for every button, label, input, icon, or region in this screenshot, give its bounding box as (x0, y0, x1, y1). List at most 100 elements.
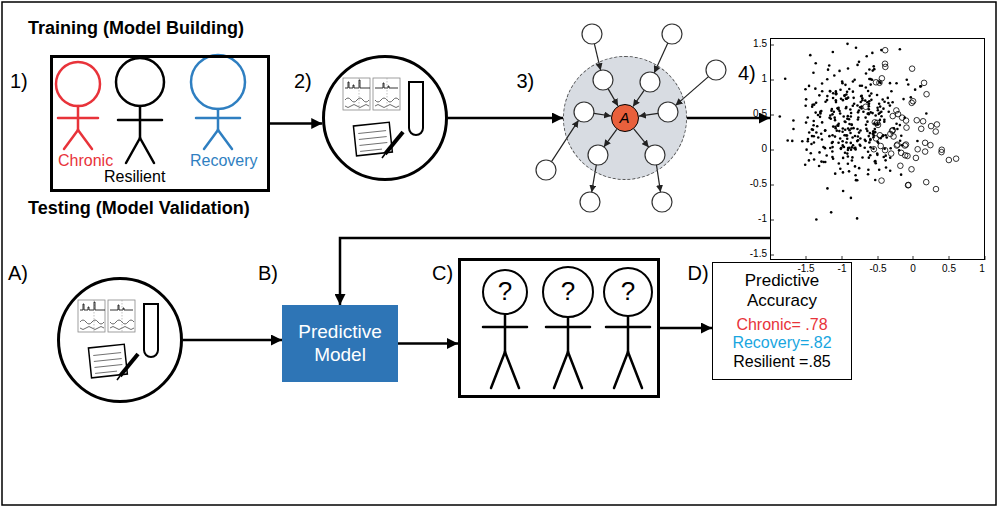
scatter-plot (902, 98, 905, 101)
scatter-plot (876, 106, 879, 109)
flow-arrow (660, 327, 712, 330)
scatter-plot (928, 123, 934, 129)
scatter-plot (841, 127, 844, 130)
step-label: 4) (738, 62, 756, 85)
group-box: 1)ChronicResilientRecovery (50, 55, 270, 192)
stick-figure (64, 130, 78, 149)
scatter-plot (879, 178, 885, 184)
scatter-plot (841, 82, 844, 85)
scatter-plot (778, 115, 781, 118)
scatter-plot (851, 146, 854, 149)
flow-arrow (340, 238, 770, 305)
scatter-plot (829, 90, 832, 93)
scatter-plot (849, 132, 852, 135)
step-label: 2) (294, 70, 312, 93)
step-label: A) (8, 262, 28, 285)
scatter-plot (856, 179, 859, 182)
scatter-plot (842, 99, 845, 102)
scatter-plot (770, 43, 985, 260)
network-graph (633, 90, 644, 106)
scatter-plot (848, 88, 851, 91)
scatter-plot (839, 167, 842, 170)
scatter-plot (871, 132, 874, 135)
network-graph (604, 129, 617, 147)
scatter-plot (834, 135, 837, 138)
node-text: Chronic= .78 (736, 316, 827, 334)
scatter-plot (844, 84, 847, 87)
scatter-plot (805, 121, 808, 124)
scatter-plot (865, 55, 868, 58)
scatter-plot (828, 135, 831, 138)
stick-figure (116, 58, 164, 163)
scatter-plot (909, 66, 915, 72)
scatter-plot (850, 197, 853, 200)
network-graph (652, 192, 672, 212)
node-text: Predictive Accuracy (727, 271, 837, 312)
flow-arrow (183, 339, 282, 342)
scatter-plot (815, 131, 818, 134)
scatter-plot (821, 82, 824, 85)
scatter-plot (818, 165, 821, 168)
stick-figure (191, 55, 245, 109)
scatter-plot (880, 110, 883, 113)
network-graph (592, 165, 597, 192)
scatter-plot (826, 99, 829, 102)
scatter-plot (807, 138, 810, 141)
network-graph (634, 129, 649, 147)
scatter-plot (834, 119, 837, 122)
data-thumbnail (343, 78, 423, 158)
scatter-plot (867, 150, 870, 153)
scatter-plot (890, 127, 896, 133)
network-graph (662, 24, 682, 44)
stick-figure (139, 106, 142, 138)
axis-tick: 0.5 (753, 108, 767, 120)
scatter-plot (818, 94, 821, 97)
scatter-plot (889, 82, 892, 85)
scatter-plot (869, 78, 872, 81)
axis-tick: -1.5 (750, 248, 767, 260)
scatter-plot (821, 90, 824, 93)
scatter-plot (824, 129, 827, 132)
scatter-plot (867, 135, 870, 138)
scatter-plot (933, 129, 939, 135)
scatter-plot (858, 61, 861, 64)
scatter-plot (874, 179, 877, 182)
network-graph (563, 56, 687, 180)
network-graph (640, 72, 660, 92)
network-graph (536, 160, 556, 180)
scatter-plot (831, 150, 834, 153)
scatter-plot (830, 211, 833, 214)
scatter-plot (855, 46, 858, 49)
scatter-plot (846, 152, 849, 155)
stick-figure (627, 317, 630, 352)
scatter-plot (809, 152, 812, 155)
scatter-plot (868, 156, 871, 159)
scatter-plot (838, 110, 841, 113)
plot-frame: 4) (770, 38, 985, 260)
data-circle: 2) (322, 55, 448, 181)
unknown-head: ? (482, 269, 528, 315)
scatter-plot (878, 143, 884, 149)
scatter-plot (923, 179, 929, 185)
scatter-plot (851, 159, 854, 162)
scatter-plot (909, 100, 915, 106)
network-graph (551, 120, 578, 161)
scatter-plot (833, 116, 836, 119)
scatter-plot (840, 148, 843, 151)
scatter-plot (858, 167, 861, 170)
scatter-plot (869, 111, 872, 114)
scatter-plot (882, 147, 888, 153)
scatter-plot (844, 151, 847, 154)
scatter-plot (826, 78, 829, 81)
scatter-plot (832, 92, 835, 95)
scatter-plot (925, 112, 928, 115)
scatter-plot (824, 161, 827, 164)
stick-figure (204, 130, 218, 149)
scatter-plot (820, 160, 823, 163)
stick-figure (217, 109, 220, 130)
stick-figure (126, 138, 140, 163)
scatter-plot (812, 120, 815, 123)
scatter-plot (792, 128, 795, 131)
scatter-plot (884, 159, 887, 162)
